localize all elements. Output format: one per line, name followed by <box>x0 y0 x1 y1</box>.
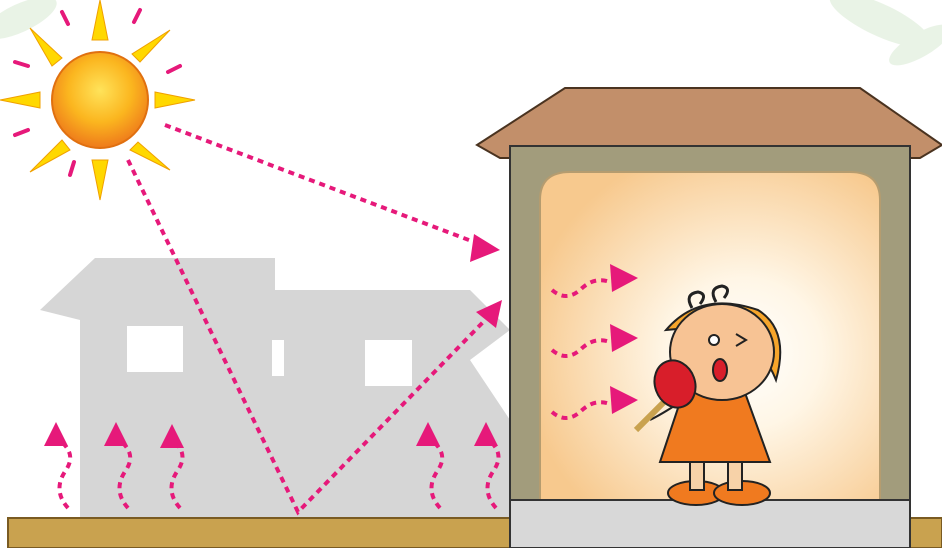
leaf-decoration-right <box>829 0 942 66</box>
sun-icon <box>0 0 196 201</box>
heat-arrow-icon <box>44 422 498 448</box>
room-heat-arrowheads <box>610 264 638 414</box>
fan-icon <box>633 359 697 433</box>
roof <box>475 87 942 159</box>
sunlight-arrowheads <box>470 234 502 328</box>
neighbor-house-windows <box>127 326 412 386</box>
leaf-decoration-left <box>0 0 57 40</box>
girl-character <box>649 284 782 506</box>
floor <box>509 499 911 549</box>
neighbor-house <box>40 258 510 518</box>
sunlight-rays <box>126 123 492 516</box>
